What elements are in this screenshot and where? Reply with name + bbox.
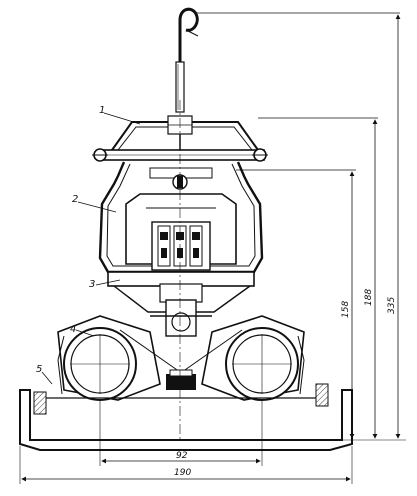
left-roller-part-4 bbox=[57, 315, 161, 401]
callout-1: 1 bbox=[99, 105, 105, 116]
callout-leaders bbox=[41, 112, 141, 385]
dimension-158-label: 158 bbox=[341, 301, 351, 318]
suspension-hook bbox=[175, 7, 199, 113]
dimension-92 bbox=[99, 400, 263, 466]
callout-5: 5 bbox=[36, 364, 42, 375]
dimension-190 bbox=[19, 446, 353, 484]
dimension-188-label: 188 bbox=[364, 289, 374, 306]
right-roller bbox=[201, 315, 305, 401]
dimension-190-label: 190 bbox=[174, 468, 191, 478]
terminal-box bbox=[125, 193, 237, 271]
center-coupling bbox=[119, 315, 243, 390]
dimension-158 bbox=[342, 171, 406, 441]
tray-part-5 bbox=[19, 383, 353, 451]
dimension-92-label: 92 bbox=[176, 451, 188, 461]
dimension-335-label: 335 bbox=[387, 297, 397, 314]
callout-4: 4 bbox=[70, 324, 76, 335]
callout-2: 2 bbox=[72, 194, 78, 205]
crossbar bbox=[92, 148, 268, 162]
callout-3: 3 bbox=[89, 279, 95, 290]
bracket-part-1 bbox=[111, 115, 259, 151]
base-part-3 bbox=[107, 271, 255, 337]
